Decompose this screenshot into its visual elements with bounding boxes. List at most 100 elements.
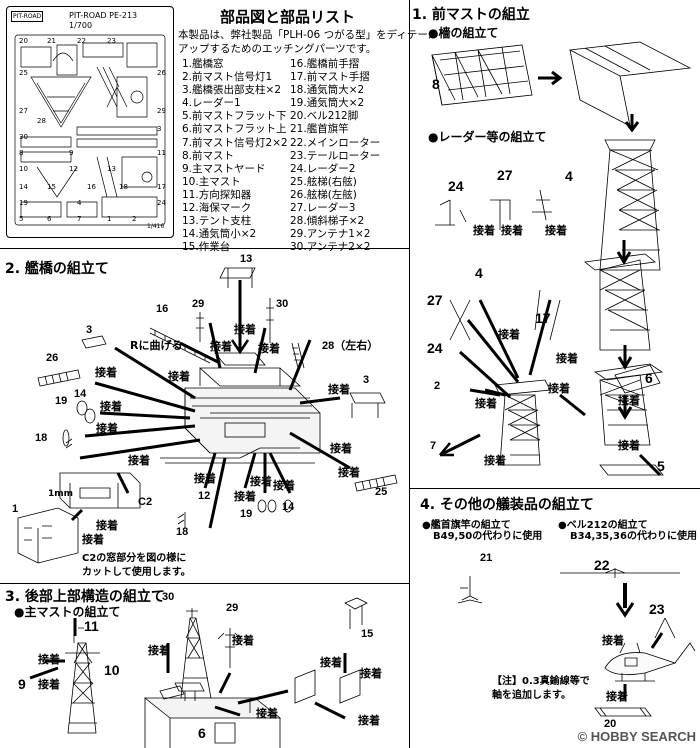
s1-num-17: 17 [535,310,551,326]
s1-num-2: 2 [434,380,441,392]
list-item: 13.テント支柱 [182,215,252,228]
s1-num-27: 27 [497,167,513,183]
section4-title: 4. その他の艤装品の組立て [420,497,594,513]
section4-sub-bell212: ●ベル212の組立て [558,520,648,531]
s2-num-19: 19 [55,395,68,407]
s1-glue: 接着 [556,352,578,365]
s1-glue: 接着 [618,394,640,407]
list-item: 14.通気筒小×2 [182,228,257,241]
list-item: 21.艦首旗竿 [290,123,349,136]
sheet-parts-drawing [14,34,166,226]
s4-caution: 【注】0.3真鍮線等で 軸を追加します。 [492,676,590,701]
s2-num-18: 18 [35,432,48,444]
s2-num-13: 13 [240,253,253,265]
s1-glue: 接着 [473,224,495,237]
section2-title: 2. 艦橋の組立て [5,261,109,277]
s1-num-24b: 24 [427,340,443,356]
list-item: 3.艦橋張出部支柱×2 [182,84,281,97]
s1-glue: 接着 [475,397,497,410]
list-item: 12.海保マーク [182,202,252,215]
list-item: 1.艦橋窓 [182,58,224,70]
section1-sub-mast: ●檣の組立て [428,26,499,40]
list-item: 2.前マスト信号灯1 [182,71,273,84]
list-item: 4.レーダー1 [182,97,241,110]
section3-title: 3. 後部上部構造の組立て [5,589,165,605]
s2-num-28: 28（左右） [322,340,379,352]
s2-num-3: 3 [86,324,93,336]
s3-num-30: 30 [162,591,175,603]
s2-glue: 接着 [210,340,232,353]
section1-title: 1. 前マストの組立 [412,7,530,23]
list-item: 10.主マスト [182,175,241,188]
s4-num-21: 21 [480,552,493,564]
list-item: 20.ベル212脚 [290,110,359,123]
section4-sub-flagstaff-note: B49,50の代わりに使用 [433,531,543,542]
s4-glue: 接着 [602,634,624,647]
s1-num-8: 8 [432,76,440,92]
list-item: 6.前マストフラット上 [182,123,287,136]
s2-glue: 接着 [234,323,256,336]
section3-sub-mainmast: ●主マストの組立て [14,605,121,619]
aft-drawing [29,597,368,748]
s3-num-29: 29 [226,602,239,614]
s1-num-4: 4 [565,168,573,184]
s1-glue: 接着 [484,454,506,467]
s2-num-1: 1 [12,503,19,515]
s2-dim-label: 1mm [48,489,74,499]
s2-num-12: 12 [198,490,211,502]
s2-num-14: 14 [74,388,87,400]
s2-bend-label: Rに曲げる [130,339,183,352]
s1-glue: 接着 [618,439,640,452]
s1-num-6: 6 [645,370,653,386]
s2-glue: 接着 [128,454,150,467]
section4-sub-bell212-note: B34,35,36の代わりに使用 [570,531,697,542]
fittings-drawing [457,568,696,717]
s2-num-30: 30 [276,298,289,310]
s1-glue: 接着 [498,328,520,341]
s2-glue: 接着 [100,400,122,413]
s2-note: C2の窓部分を図の様に カットして使用します。 [82,553,191,578]
list-item: 28.傾斜梯子×2 [290,215,365,228]
list-item: 24.レーダー2 [290,162,356,175]
s1-num-5: 5 [657,458,665,474]
list-item: 23.テールローター [290,149,381,162]
s2-num-26: 26 [46,352,59,364]
list-item: 7.前マスト信号灯2×2 [182,136,288,149]
s1-num-7: 7 [430,440,437,452]
foremast-drawing [431,41,692,477]
list-item: 8.前マスト [182,149,235,162]
s2-glue: 接着 [95,366,117,379]
s2-glue: 接着 [234,490,256,503]
s4-num-20: 20 [604,718,617,730]
s1-glue: 接着 [548,382,570,395]
s3-glue: 接着 [38,678,60,691]
page-title: 部品図と部品リスト [220,8,356,26]
s2-glue: 接着 [338,466,360,479]
s2-num-3b: 3 [363,374,370,386]
s1-num-24: 24 [448,178,464,194]
s3-num-9: 9 [18,676,26,692]
s2-glue: 接着 [96,422,118,435]
list-item: 11.方向探知器 [182,188,252,201]
s4-num-23: 23 [649,601,665,617]
s2-glue: 接着 [330,442,352,455]
sheet-corner-logo: PIT-ROAD [11,11,44,22]
s1-glue: 接着 [501,224,523,237]
list-item: 22.メインローター [290,136,381,149]
divider-section3 [0,583,410,584]
section4-sub-flagstaff: ●艦首旗竿の組立て [422,520,511,531]
list-item: 16.艦橋前手摺 [290,58,360,70]
s3-num-6: 6 [198,725,206,741]
s2-glue: 接着 [96,519,118,532]
hobby-search-watermark: © HOBBY SEARCH [577,729,696,744]
intro-line-2: アップするためのエッチングパーツです。 [178,43,377,55]
s4-glue: 接着 [606,690,628,703]
sheet-number-grid: 20 21 22 23 25 26 27 28 29 30 3 8 9 10 1… [19,37,166,223]
s3-glue: 接着 [320,656,342,669]
s3-glue: 接着 [256,707,278,720]
divider-vertical-main [409,0,410,748]
list-item: 19.通気筒大×2 [290,97,365,110]
section1-sub-radar: ●レーダー等の組立て [428,130,547,144]
etching-sheet: PIT-ROAD PE-213 1/700 PIT-ROAD 1/416 20 … [6,6,174,238]
s2-glue: 接着 [82,533,104,546]
